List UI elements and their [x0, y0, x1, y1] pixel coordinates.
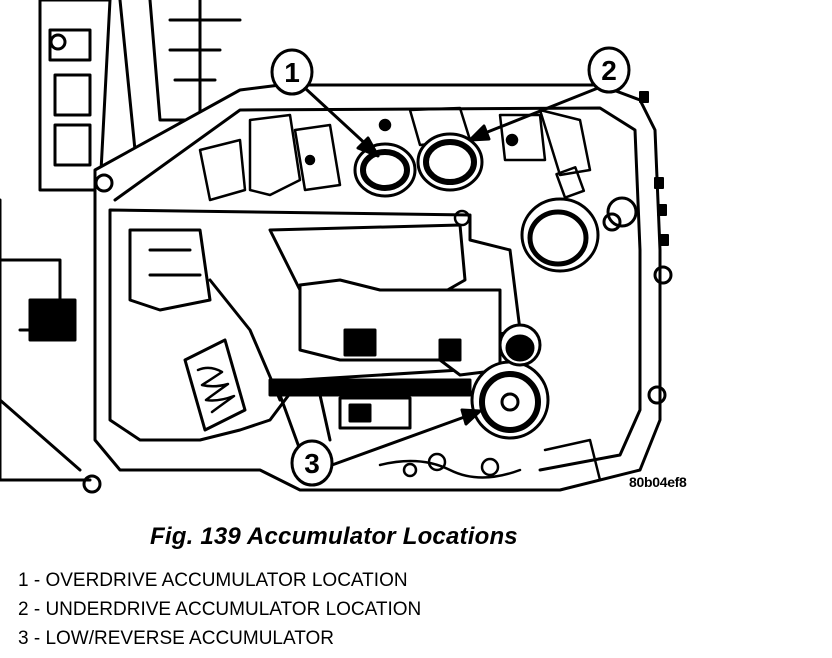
solenoid-assembly — [268, 278, 502, 452]
legend-list: 1 - OVERDRIVE ACCUMULATOR LOCATION 2 - U… — [18, 566, 421, 653]
callout-1-number: 1 — [284, 57, 300, 88]
legend-item: 2 - UNDERDRIVE ACCUMULATOR LOCATION — [18, 599, 422, 620]
legend-item: 1 - OVERDRIVE ACCUMULATOR LOCATION — [18, 570, 408, 591]
upper-passages — [198, 106, 592, 202]
upper-right-bore — [520, 196, 638, 273]
callout-arrows — [304, 86, 600, 467]
callout-1: 1 — [270, 48, 314, 96]
callout-3-number: 3 — [304, 448, 320, 479]
drawing-code: 80b04ef8 — [629, 474, 687, 490]
figure-caption: Fig. 139 Accumulator Locations — [150, 523, 518, 550]
underdrive-accumulator — [416, 132, 484, 192]
transmission-case-left — [0, 0, 242, 482]
overdrive-accumulator — [353, 142, 417, 198]
case-bolts-right — [639, 91, 669, 246]
low-reverse-accumulator — [470, 323, 550, 440]
callout-3: 3 — [290, 439, 334, 487]
callout-2-number: 2 — [601, 55, 617, 86]
bolt-holes — [378, 209, 602, 482]
electrical-connector — [183, 338, 247, 432]
valve-body-illustration: 1 2 3 — [0, 0, 673, 494]
callout-2: 2 — [587, 46, 631, 94]
legend-item: 3 - LOW/REVERSE ACCUMULATOR — [18, 628, 335, 649]
